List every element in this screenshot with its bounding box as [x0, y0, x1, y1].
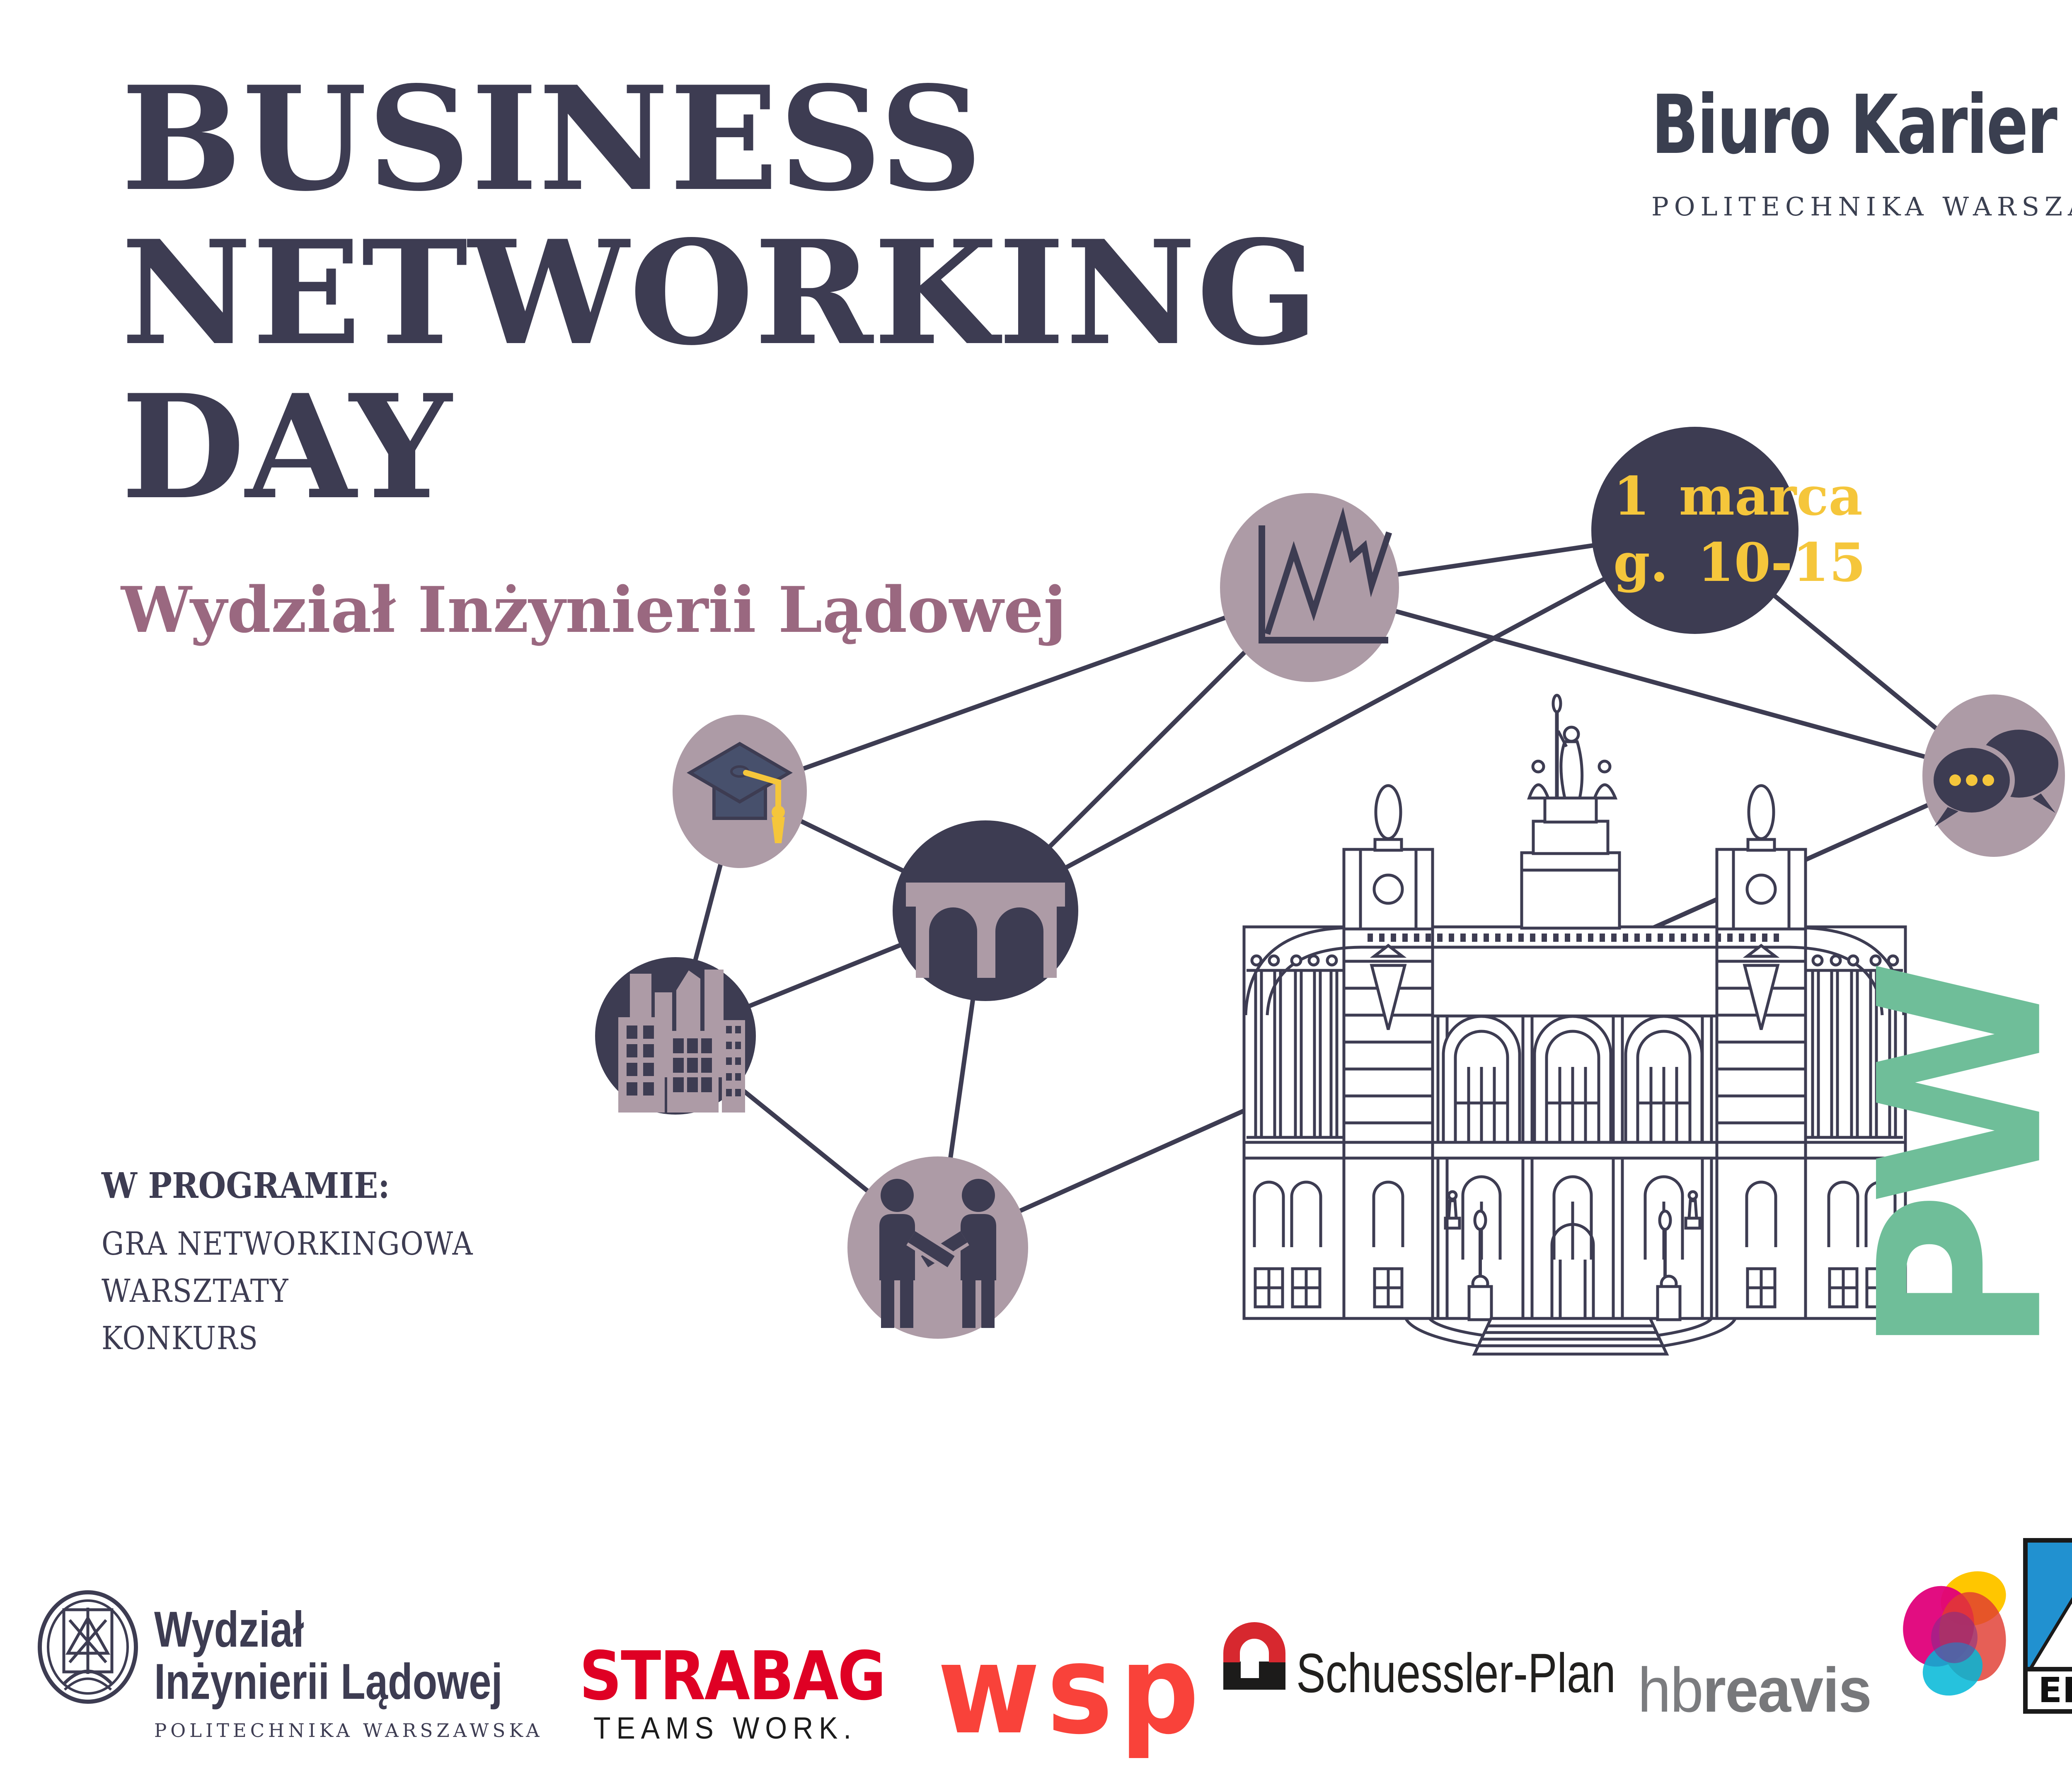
schuessler-plan-logo: Schuessler-Plan: [1296, 1642, 1616, 1704]
date-line: 1 marca: [1613, 465, 1863, 527]
line-chart-icon: [1259, 507, 1392, 643]
city-skyline-icon: [618, 970, 745, 1113]
biuro-karier-logo: Biuro Karier: [1651, 78, 2057, 172]
bridge-node: [893, 820, 1078, 1001]
strabag-logo: STRABAG: [579, 1637, 886, 1715]
city-buildings-node: [595, 957, 756, 1115]
graduation-cap-node: [673, 715, 807, 868]
event-date-node: [1591, 427, 1798, 634]
schuessler-plan-icon: [1223, 1622, 1285, 1690]
wil-logo-line-1: Wydział: [154, 1601, 304, 1657]
wil-logo-subtitle: POLITECHNIKA WARSZAWSKA: [154, 1720, 543, 1741]
program-item-workshops: WARSZTATY: [102, 1273, 289, 1310]
handshake-node: [847, 1156, 1028, 1339]
event-date-badge: 1 marca g. 10-15: [1613, 463, 1866, 596]
wsp-logo: wsp: [937, 1618, 1206, 1762]
wil-logo-line-2: Inżynierii Lądowej: [154, 1653, 503, 1710]
poster-title: BUSINESS NETWORKING DAY: [121, 62, 1319, 525]
erbud-triangle-icon: [2028, 1543, 2072, 1671]
chat-bubbles-node: [1922, 694, 2065, 857]
program-item-networking-game: GRA NETWORKINGOWA: [102, 1226, 474, 1263]
chat-icon: [1929, 730, 2058, 827]
hbreavis-bold: reavis: [1702, 1655, 1872, 1725]
pw-main-building-illustration: [1242, 694, 1907, 1356]
title-line-1: BUSINESS: [121, 55, 983, 223]
hbreavis-logo: hbreavis: [1638, 1654, 1872, 1727]
program-item-contest: KONKURS: [102, 1320, 259, 1357]
hbreavis-light: hb: [1638, 1655, 1704, 1725]
politechnika-warszawska-label: POLITECHNIKA WARSZAWSKA: [1651, 191, 2072, 222]
erbud-logo: ERBUD: [2023, 1538, 2072, 1714]
erbud-label: ERBUD: [2028, 1667, 2072, 1710]
program-heading: W PROGRAMIE:: [102, 1165, 390, 1207]
graduation-cap-icon: [687, 742, 793, 843]
title-line-3: DAY: [121, 363, 452, 531]
bridge-icon: [906, 883, 1065, 978]
faculty-subtitle: Wydział Inżynierii Lądowej: [121, 573, 1067, 647]
title-line-2: NETWORKING: [121, 209, 1319, 377]
growth-chart-node: [1220, 493, 1399, 682]
handshake-icon: [879, 1179, 996, 1328]
strabag-tagline: TEAMS WORK.: [593, 1711, 857, 1745]
hours-line: g. 10-15: [1613, 532, 1866, 593]
hbreavis-blob-icon: [1903, 1571, 2006, 1696]
wil-emblem-icon: [38, 1590, 138, 1704]
